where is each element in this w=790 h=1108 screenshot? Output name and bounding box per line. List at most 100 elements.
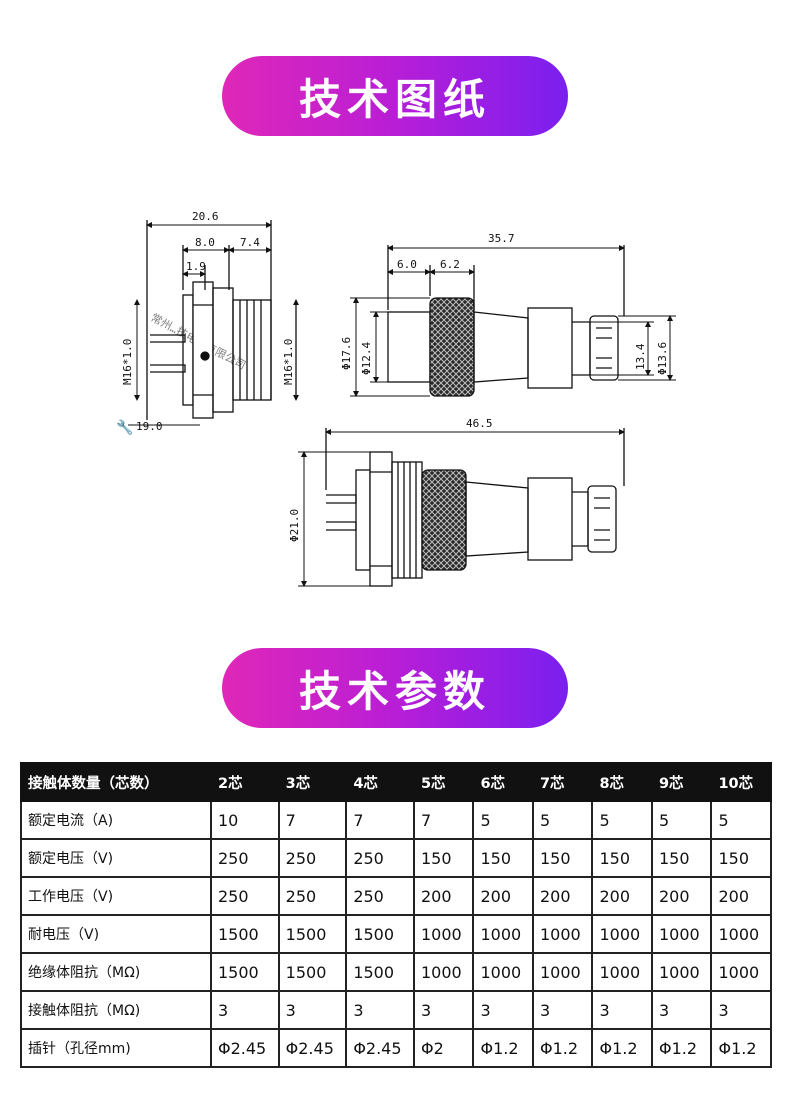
table-cell: 1500 <box>277 952 348 992</box>
header-cell: 7芯 <box>531 762 594 802</box>
dim-6-2: 6.2 <box>440 258 460 271</box>
table-cell: 200 <box>531 876 594 916</box>
header-cell: 5芯 <box>412 762 475 802</box>
table-cell: 7 <box>345 800 415 840</box>
table-cell: 3 <box>345 990 415 1030</box>
dim-m16-right: M16*1.0 <box>282 339 295 385</box>
table-cell: 3 <box>472 990 534 1030</box>
table-cell: 3 <box>412 990 475 1030</box>
socket-dimensions <box>128 222 299 426</box>
table-cell: 250 <box>345 838 415 878</box>
table-cell: 1000 <box>531 952 594 992</box>
table-cell: 1000 <box>591 914 653 954</box>
section-title-drawing: 技术图纸 <box>222 56 568 136</box>
dim-13-4: 13.4 <box>634 343 647 370</box>
table-cell: 7 <box>412 800 475 840</box>
row-label: 绝缘体阻抗（MΩ) <box>20 952 212 992</box>
table-cell: Φ2.45 <box>210 1028 280 1068</box>
table-cell: 1000 <box>710 914 772 954</box>
dim-phi12-4: Φ12.4 <box>360 342 373 375</box>
row-label: 工作电压（V) <box>20 876 212 916</box>
table-cell: 10 <box>210 800 280 840</box>
table-cell: 1000 <box>650 914 713 954</box>
table-cell: 200 <box>710 876 772 916</box>
row-label: 额定电压（V) <box>20 838 212 878</box>
dim-20-6: 20.6 <box>192 210 219 223</box>
table-cell: 1500 <box>210 952 280 992</box>
table-cell: 3 <box>650 990 713 1030</box>
technical-drawing: 常州…技电子有限公司 20.6 8.0 7.4 1.9 M16*1.0 M16*… <box>116 210 676 587</box>
dim-8-0: 8.0 <box>195 236 215 249</box>
header-cell: 3芯 <box>277 762 348 802</box>
table-cell: 5 <box>710 800 772 840</box>
plug-side-view <box>387 245 625 397</box>
dim-phi17-6: Φ17.6 <box>340 337 353 370</box>
header-cell: 4芯 <box>345 762 415 802</box>
table-cell: 1000 <box>650 952 713 992</box>
section-title-params: 技术参数 <box>222 648 568 728</box>
table-cell: 200 <box>472 876 534 916</box>
table-cell: 3 <box>210 990 280 1030</box>
header-cell: 6芯 <box>472 762 534 802</box>
table-cell: 1500 <box>210 914 280 954</box>
table-cell: Φ1.2 <box>650 1028 713 1068</box>
table-cell: Φ2.45 <box>277 1028 348 1068</box>
table-cell: 200 <box>591 876 653 916</box>
row-label: 接触体阻抗（MΩ) <box>20 990 212 1030</box>
table-cell: 1500 <box>345 952 415 992</box>
table-cell: 1500 <box>345 914 415 954</box>
table-cell: Φ2.45 <box>345 1028 415 1068</box>
dim-6-0: 6.0 <box>397 258 417 271</box>
table-cell: Φ1.2 <box>591 1028 653 1068</box>
table-cell: 5 <box>531 800 594 840</box>
table-cell: 250 <box>210 838 280 878</box>
table-row: 工作电压（V) 250 250 250 200 200 200 200 200 … <box>20 876 772 916</box>
plug-dimensions <box>350 245 676 397</box>
header-cell: 10芯 <box>710 762 772 802</box>
table-cell: 3 <box>531 990 594 1030</box>
row-label: 额定电流（A) <box>20 800 212 840</box>
table-cell: 250 <box>277 876 348 916</box>
dim-phi21-0: Φ21.0 <box>288 509 301 542</box>
table-row: 接触体阻抗（MΩ) 3 3 3 3 3 3 3 3 3 <box>20 990 772 1030</box>
table-cell: 250 <box>210 876 280 916</box>
assembly-dimensions <box>298 429 625 587</box>
table-cell: 3 <box>277 990 348 1030</box>
dim-7-4: 7.4 <box>240 236 260 249</box>
header-cell: 9芯 <box>650 762 713 802</box>
table-cell: 1000 <box>472 952 534 992</box>
table-cell: Φ1.2 <box>710 1028 772 1068</box>
table-cell: 250 <box>277 838 348 878</box>
header-cell: 8芯 <box>591 762 653 802</box>
table-cell: 200 <box>412 876 475 916</box>
table-row: 绝缘体阻抗（MΩ) 1500 1500 1500 1000 1000 1000 … <box>20 952 772 992</box>
dim-m16-left: M16*1.0 <box>121 339 134 385</box>
table-cell: 1000 <box>412 914 475 954</box>
table-cell: 1500 <box>277 914 348 954</box>
dim-wrench-19: 19.0 <box>136 420 163 433</box>
table-cell: 1000 <box>591 952 653 992</box>
header-cell: 2芯 <box>210 762 280 802</box>
wrench-icon: 🔧 <box>116 418 133 436</box>
table-cell: 5 <box>591 800 653 840</box>
table-cell: 1000 <box>531 914 594 954</box>
table-cell: 5 <box>472 800 534 840</box>
table-cell: 3 <box>591 990 653 1030</box>
table-cell: 250 <box>345 876 415 916</box>
table-header-row: 接触体数量（芯数） 2芯 3芯 4芯 5芯 6芯 7芯 8芯 9芯 10芯 <box>20 762 772 802</box>
socket-side-view <box>146 220 297 420</box>
table-cell: 1000 <box>412 952 475 992</box>
table-cell: 1000 <box>710 952 772 992</box>
table-cell: 3 <box>710 990 772 1030</box>
table-cell: 150 <box>472 838 534 878</box>
dim-phi13-6: Φ13.6 <box>656 342 669 375</box>
table-cell: 150 <box>591 838 653 878</box>
table-row: 额定电流（A) 10 7 7 7 5 5 5 5 5 <box>20 800 772 840</box>
header-cell: 接触体数量（芯数） <box>20 762 212 802</box>
row-label: 耐电压（V) <box>20 914 212 954</box>
table-cell: Φ2 <box>412 1028 475 1068</box>
table-cell: 5 <box>650 800 713 840</box>
table-cell: 1000 <box>472 914 534 954</box>
table-row: 耐电压（V) 1500 1500 1500 1000 1000 1000 100… <box>20 914 772 954</box>
assembly-side-view <box>325 428 625 587</box>
